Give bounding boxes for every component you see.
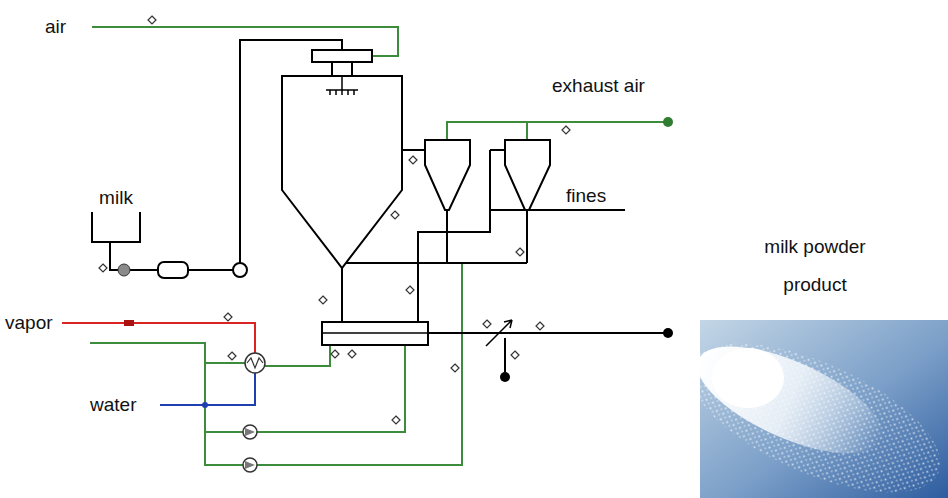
fan-blade	[245, 428, 255, 436]
feed-pump	[118, 264, 130, 276]
stream-marker	[228, 352, 236, 360]
water-line	[160, 373, 255, 405]
air-distributor-neck	[332, 62, 352, 76]
spray-chamber	[282, 76, 402, 268]
stream-label: vapor	[5, 311, 53, 334]
stream-label: water	[90, 393, 136, 416]
feed-heater	[158, 262, 188, 278]
powder-photo	[669, 313, 948, 498]
fines-line	[490, 209, 625, 211]
product-photo: milk powder product	[700, 228, 948, 498]
stream-marker	[483, 320, 491, 328]
stream-marker	[409, 156, 417, 164]
heat-exchanger	[245, 353, 265, 373]
air-lines	[90, 27, 668, 465]
steam-valve	[124, 320, 134, 326]
high-pressure-pump	[233, 263, 247, 277]
stream-marker	[348, 350, 356, 358]
fan	[243, 425, 257, 439]
feed-line	[130, 269, 158, 271]
exhaust-terminal	[663, 117, 673, 127]
fines-return	[446, 210, 448, 263]
stream-marker	[536, 322, 544, 330]
stream-marker	[319, 296, 327, 304]
cyclone	[505, 140, 550, 210]
stream-marker	[99, 264, 107, 272]
stream-marker	[406, 286, 414, 294]
milk-tank: milk	[88, 186, 144, 244]
air-distributor	[312, 50, 372, 62]
oversize-line	[504, 338, 506, 372]
stream-marker	[451, 364, 459, 372]
stream-marker	[516, 248, 524, 256]
powder-heap	[712, 348, 784, 408]
vapor-line	[62, 323, 255, 353]
feed-line	[188, 269, 233, 271]
fan-blade	[245, 461, 255, 469]
fan	[243, 458, 257, 472]
stream-markers	[99, 16, 570, 424]
heat-exchanger-coil	[247, 358, 263, 368]
exhaust-line	[447, 122, 668, 140]
atomizer	[326, 76, 358, 95]
fluid-bed-plate	[322, 332, 428, 334]
oversize-terminal	[500, 372, 510, 382]
fluid-bed	[322, 322, 428, 345]
stream-marker	[148, 16, 156, 24]
powder-drop	[341, 268, 343, 322]
cyclone	[425, 140, 470, 210]
exhaust-line	[526, 122, 528, 140]
stream-label: fines	[566, 184, 606, 207]
node-text: milk	[88, 186, 144, 209]
node-text: milk powder product	[745, 228, 885, 304]
air-line	[90, 263, 462, 465]
junction-dot	[202, 402, 208, 408]
cyclone-inlet	[402, 149, 425, 151]
stream-marker	[224, 313, 232, 321]
cyclone-inlet	[490, 149, 505, 151]
stream-marker	[331, 350, 339, 358]
stream-label: air	[45, 15, 66, 38]
fines-return	[526, 210, 528, 263]
fan-casing	[243, 458, 257, 472]
product-lines	[110, 40, 668, 372]
stream-marker	[392, 416, 400, 424]
stream-marker	[391, 211, 399, 219]
powder-spray	[669, 313, 948, 498]
fines-return	[346, 262, 527, 264]
tank-outline	[92, 212, 140, 242]
stream-marker	[511, 351, 519, 359]
stream-label: exhaust air	[552, 74, 645, 97]
air-line	[205, 345, 405, 432]
feed-line	[110, 242, 118, 270]
air-line	[205, 362, 245, 364]
powder-stream	[683, 325, 897, 476]
stream-marker	[562, 126, 570, 134]
air-line	[265, 345, 330, 366]
fan-casing	[243, 425, 257, 439]
product-line	[428, 332, 668, 334]
product-terminal	[663, 328, 673, 338]
